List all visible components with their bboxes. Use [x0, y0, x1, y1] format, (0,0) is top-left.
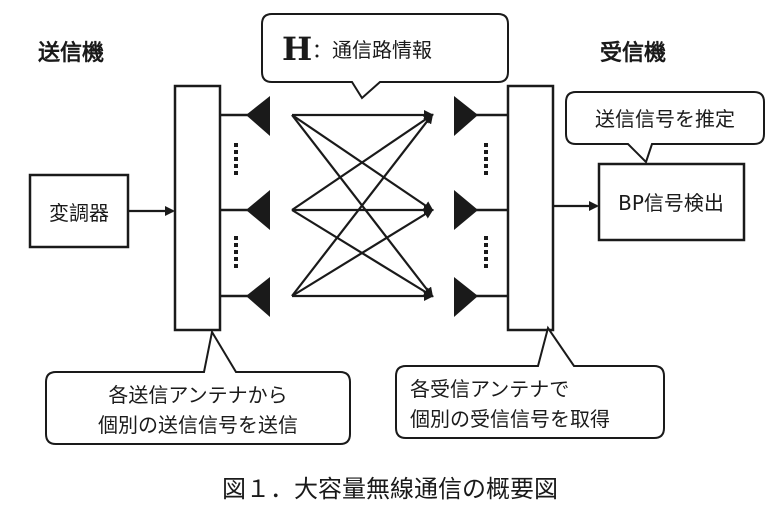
- rx-antenna-1: [454, 96, 478, 136]
- tx-antenna-bar: [173, 84, 222, 332]
- tx-note-line-1: 各送信アンテナから: [108, 383, 287, 407]
- bp-detector-box: [597, 162, 746, 242]
- tx-ellipsis-2: [234, 236, 238, 268]
- estimate-label: 送信信号を推定: [595, 107, 735, 131]
- transmitter-label: 送信機: [38, 40, 104, 66]
- path-3-2: [291, 208, 434, 297]
- path-2-1: [291, 113, 434, 211]
- figure-caption: 図１．大容量無線通信の概要図: [222, 475, 558, 503]
- rx-antenna-2: [454, 190, 478, 230]
- rx-antennas: [454, 96, 508, 317]
- tx-note-callout: [45, 329, 351, 445]
- tx-antenna-3: [246, 277, 270, 317]
- receiver-label: 受信機: [600, 40, 666, 66]
- estimate-callout: [565, 91, 765, 164]
- rx-note-line-2: 個別の受信信号を取得: [410, 407, 610, 431]
- rx-antenna-bar: [506, 84, 555, 332]
- modulator-box: [28, 173, 130, 249]
- tx-note-line-2: 個別の送信信号を送信: [98, 413, 298, 437]
- channel-paths: [291, 110, 434, 301]
- tx-ellipsis-1: [234, 143, 238, 175]
- bp-detector-label: BP信号検出: [618, 191, 724, 215]
- tx-antennas: [220, 96, 270, 317]
- tx-antenna-1: [246, 96, 270, 136]
- channel-info-label: ：通信路情報: [312, 38, 432, 62]
- channel-info-callout: [261, 13, 509, 100]
- rx-note-callout: [395, 325, 665, 439]
- rx-antenna-3: [454, 277, 478, 317]
- tx-antenna-2: [246, 190, 270, 230]
- modulator-label: 変調器: [49, 201, 109, 225]
- rx-ellipsis-1: [484, 143, 488, 175]
- channel-matrix-symbol: H: [282, 30, 312, 68]
- rx-note-line-1: 各受信アンテナで: [410, 377, 569, 401]
- path-3-1: [291, 113, 434, 297]
- rx-ellipsis-2: [484, 236, 488, 268]
